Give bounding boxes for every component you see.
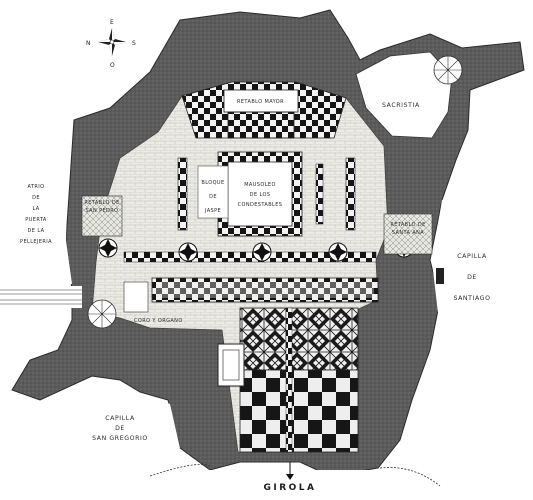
label-bloque: BLOQUE DE JASPE xyxy=(201,180,224,214)
santiago-line: SANTIAGO xyxy=(453,295,490,302)
atrio-line: PUERTA xyxy=(25,217,47,223)
compass-e: E xyxy=(110,19,114,26)
retablo-mayor-area xyxy=(181,81,347,139)
mausoleo-line: CONDESTABLES xyxy=(238,202,283,208)
atrio-line: ATRIO xyxy=(28,184,45,190)
girola-floor xyxy=(217,307,359,453)
san-pedro-line: RETABLO DE xyxy=(84,200,119,206)
label-capilla-santiago: CAPILLA DE SANTIAGO xyxy=(453,253,490,302)
sacristia-room xyxy=(355,51,463,139)
label-girola: GIROLA xyxy=(263,483,316,493)
bloque-line: BLOQUE xyxy=(201,180,224,186)
atrio-room xyxy=(0,160,72,284)
label-sacristia: SACRISTIA xyxy=(382,102,420,109)
bottom-margin xyxy=(0,462,533,500)
santiago-line: CAPILLA xyxy=(457,253,487,260)
san-pedro-line: SAN PEDRO xyxy=(85,208,118,214)
san-gregorio-line: DE xyxy=(115,425,125,432)
bloque-line: JASPE xyxy=(204,208,221,214)
capilla-santiago-room xyxy=(432,196,533,340)
label-coro: CORO Y ORGANO xyxy=(134,318,183,324)
mausoleo-line: MAUSOLEO xyxy=(244,182,276,188)
bloque-line: DE xyxy=(209,194,217,200)
left-details xyxy=(0,281,149,329)
capilla-san-gregorio-room xyxy=(20,378,180,470)
san-gregorio-line: CAPILLA xyxy=(105,415,135,422)
label-capilla-san-gregorio: CAPILLA DE SAN GREGORIO xyxy=(92,415,148,442)
label-mausoleo: MAUSOLEO DE LOS CONDESTABLES xyxy=(238,182,283,208)
atrio-line: LA xyxy=(32,206,39,212)
checker-stripes xyxy=(123,157,379,303)
atrio-line: DE xyxy=(32,195,40,201)
atrio-line: PELLEJERIA xyxy=(20,239,52,245)
label-retablo-santa-ana: RETABLO DE SANTA ANA xyxy=(390,222,425,236)
label-retablo-mayor: RETABLO MAYOR xyxy=(237,99,284,105)
atrio-line: DE LA xyxy=(28,228,45,234)
plan-labels: RETABLO MAYOR SACRISTIA ATRIO DE LA PUER… xyxy=(20,99,490,493)
mausoleo-line: DE LOS xyxy=(250,192,271,198)
compass-s: S xyxy=(132,40,136,47)
mausoleo-block xyxy=(197,151,303,237)
label-atrio: ATRIO DE LA PUERTA DE LA PELLEJERIA xyxy=(20,184,52,245)
san-gregorio-line: SAN GREGORIO xyxy=(92,435,148,442)
compass-n: N xyxy=(86,40,91,47)
santiago-line: DE xyxy=(467,274,477,281)
santa-ana-line: SANTA ANA xyxy=(392,230,424,236)
label-retablo-san-pedro: RETABLO DE SAN PEDRO xyxy=(84,200,119,214)
compass-rose: N S E O xyxy=(86,19,136,69)
compass-o: O xyxy=(110,62,115,69)
side-niches xyxy=(81,195,433,255)
santa-ana-line: RETABLO DE xyxy=(390,222,425,228)
